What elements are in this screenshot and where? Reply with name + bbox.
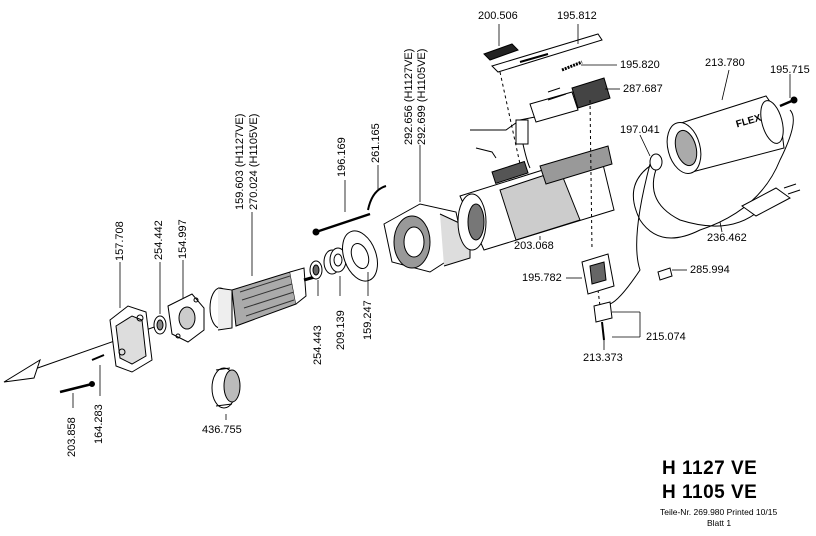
label-236462: 236.462 — [707, 232, 747, 244]
motor-housing-203068 — [457, 145, 615, 251]
guide-lines — [499, 71, 601, 307]
bearing-254443 — [309, 260, 323, 280]
label-213373: 213.373 — [583, 352, 623, 364]
washer-159247 — [342, 230, 378, 282]
label-195820: 195.820 — [620, 59, 660, 71]
screw-164283 — [91, 354, 105, 361]
label-195812: 195.812 — [557, 10, 597, 22]
label-164283: 164.283 — [93, 404, 105, 444]
screw-203858 — [59, 381, 95, 394]
label-254442: 254.442 — [153, 220, 165, 260]
label-159603: 159.603 (H1127VE) — [234, 113, 246, 210]
label-196169: 196.169 — [336, 137, 348, 177]
cable-clamp-215074 — [593, 301, 613, 341]
label-200506: 200.506 — [478, 10, 518, 22]
label-154997: 154.997 — [177, 219, 189, 259]
label-292699: 292.699 (H1105VE) — [416, 48, 428, 145]
gearbox-cover — [109, 305, 153, 373]
label-203858: 203.858 — [66, 417, 78, 457]
sheet-number: Blatt 1 — [707, 518, 732, 528]
model-title-h1127ve: H 1127 VE — [662, 458, 758, 479]
label-215074: 215.074 — [646, 331, 686, 343]
label-203068: 203.068 — [514, 240, 554, 252]
power-cable — [609, 109, 794, 305]
parts-number: Teile-Nr. 269.980 Printed 10/15 — [660, 507, 778, 517]
screw-196169 — [312, 212, 371, 236]
sleeve-209139 — [323, 247, 347, 275]
model-title-h1105ve: H 1105 VE — [662, 482, 758, 503]
label-287687: 287.687 — [623, 83, 663, 95]
bearing-plate-154997 — [167, 293, 205, 343]
gear-436755 — [211, 367, 241, 409]
label-197041: 197.041 — [620, 124, 660, 136]
label-195715: 195.715 — [770, 64, 810, 76]
switch-assembly — [483, 33, 611, 123]
label-270024: 270.024 (H1105VE) — [248, 113, 260, 210]
motor-cover-213780 — [666, 95, 785, 174]
field-coil — [383, 203, 471, 273]
label-159247: 159.247 — [362, 300, 374, 340]
clip-261165 — [367, 185, 387, 211]
label-261165: 261.165 — [370, 123, 382, 163]
armature — [209, 267, 319, 331]
label-436755: 436.755 — [202, 424, 242, 436]
grommet-197041 — [649, 153, 663, 171]
power-plug — [741, 183, 801, 217]
module-195782 — [581, 253, 615, 295]
label-213780: 213.780 — [705, 57, 745, 69]
leader-lines — [72, 24, 791, 420]
label-285994: 285.994 — [690, 264, 730, 276]
terminal-285994 — [657, 267, 673, 281]
label-195782: 195.782 — [522, 272, 562, 284]
label-254443: 254.443 — [312, 325, 324, 365]
label-209139: 209.139 — [335, 310, 347, 350]
wires — [470, 111, 561, 169]
screw-195715 — [779, 96, 798, 108]
label-292656: 292.656 (H1127VE) — [403, 48, 415, 145]
bearing-254442 — [153, 315, 167, 335]
label-157708: 157.708 — [114, 221, 126, 261]
